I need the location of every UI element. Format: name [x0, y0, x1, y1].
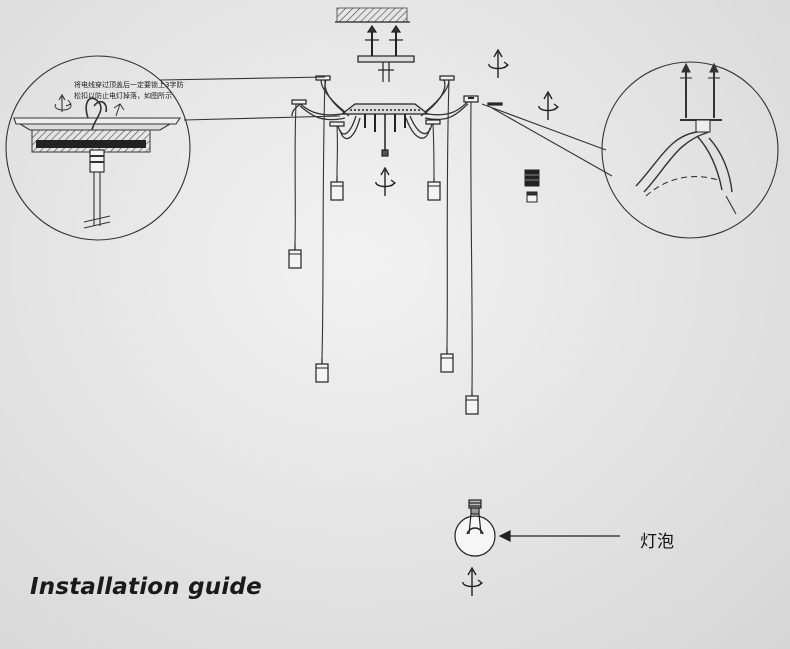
rotation-arrow-icon	[462, 567, 483, 597]
arm-caps	[291, 75, 503, 127]
socket-part	[524, 169, 540, 203]
canopy	[340, 103, 430, 157]
rotation-arrow-icon	[375, 167, 396, 197]
right-detail-callout	[481, 61, 779, 239]
bulb-label: 灯泡	[640, 532, 674, 552]
bulb	[454, 499, 620, 557]
rotation-arrow-icon	[488, 49, 509, 79]
ceiling	[335, 7, 410, 23]
lamp-sockets	[288, 181, 479, 415]
rotation-arrow-icon	[538, 91, 559, 121]
wiring-note: 将电线穿过顶盖后一定要锁上3字防松扣以防止电灯掉落，如图所示	[74, 81, 184, 100]
left-detail-callout	[5, 55, 341, 241]
mounting-bracket	[357, 24, 415, 82]
page-title: Installation guide	[30, 574, 262, 600]
hanging-cords	[294, 79, 473, 391]
